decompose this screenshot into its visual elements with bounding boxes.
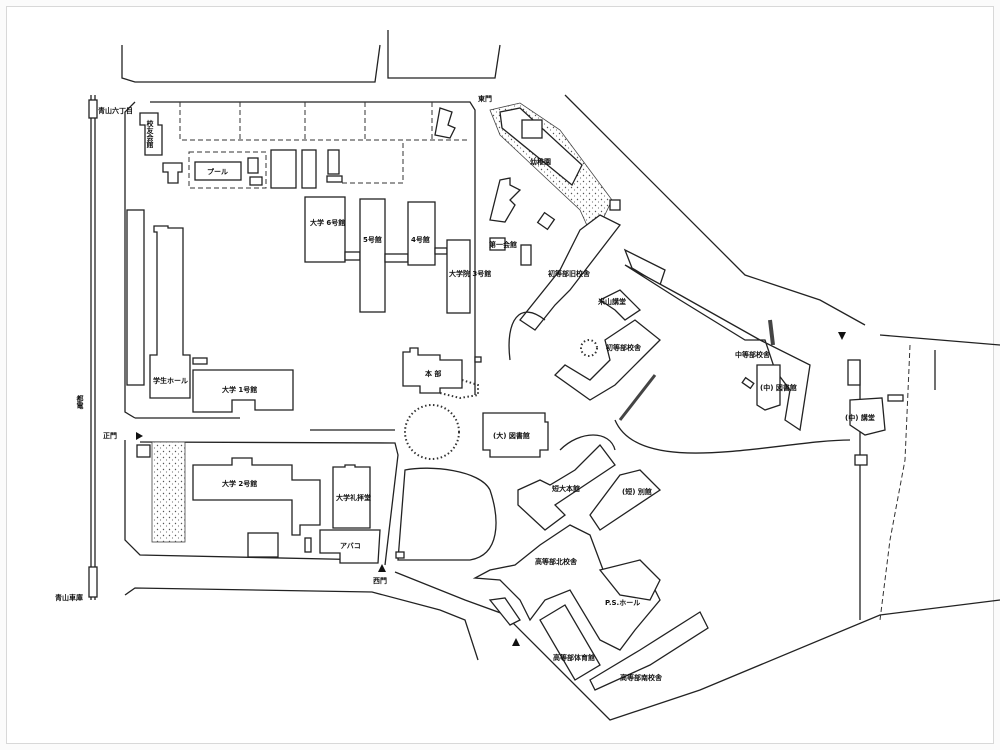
label-east-gate: 東門 bbox=[478, 94, 492, 103]
label-junior: 中等部校舎 bbox=[735, 350, 771, 359]
label-abako: アバコ bbox=[340, 542, 361, 550]
label-toden: 都電 bbox=[76, 394, 85, 410]
label-junior-college: 短大本館 bbox=[552, 484, 580, 493]
label-yoneyama: 米山講堂 bbox=[597, 297, 626, 306]
label-univ-lib: (大) 図書館 bbox=[493, 431, 530, 440]
label-hs-south: 高等部南校舎 bbox=[620, 673, 663, 682]
label-junior-hall: (中) 講堂 bbox=[845, 413, 875, 422]
label-univ6: 大学 6号館 bbox=[310, 218, 345, 227]
label-koyukai: 校友会館 bbox=[146, 119, 155, 149]
label-student-hall: 学生ホール bbox=[153, 376, 188, 385]
label-bldg4: 4号館 bbox=[411, 235, 430, 244]
buildings-east bbox=[489, 102, 904, 466]
roads bbox=[121, 30, 1000, 721]
main-gate-marker-icon bbox=[136, 432, 143, 440]
west-gate-marker-icon bbox=[378, 564, 386, 572]
label-daiichi: 第一会館 bbox=[489, 240, 517, 249]
label-chapel: 大学礼拝堂 bbox=[336, 493, 371, 502]
label-honbu: 本 部 bbox=[424, 369, 441, 378]
roundabout-garden bbox=[404, 404, 460, 460]
label-hs-north: 高等部北校舎 bbox=[535, 557, 578, 566]
label-aoyama-shako: 青山車庫 bbox=[55, 593, 83, 602]
label-jc-annex: (短) 別館 bbox=[622, 487, 652, 496]
label-ps-hall: P.S.ホール bbox=[605, 599, 640, 607]
south-gate-marker-icon bbox=[512, 638, 520, 646]
map-labels: 青山六丁目 青山車庫 都電 校友会館 プール 大学 6号館 5号館 4号館 大学… bbox=[55, 94, 875, 682]
buildings-south-east bbox=[472, 434, 709, 691]
label-bldg5: 5号館 bbox=[363, 235, 382, 244]
label-main-gate: 正門 bbox=[103, 431, 117, 440]
label-univ1: 大学 1号館 bbox=[222, 385, 257, 394]
label-junior-lib: (中) 図書館 bbox=[760, 383, 797, 392]
gate-marker-icon bbox=[838, 332, 846, 340]
label-elem-old: 初等部旧校舎 bbox=[548, 269, 591, 278]
label-univ2: 大学 2号館 bbox=[222, 479, 257, 488]
buildings-south-west bbox=[136, 432, 520, 646]
label-kindergarten: 幼稚園 bbox=[530, 157, 551, 166]
label-west-gate: 西門 bbox=[373, 576, 387, 585]
label-pool: プール bbox=[207, 167, 228, 176]
top-fields bbox=[179, 102, 470, 141]
buildings bbox=[126, 112, 549, 460]
label-grad3: 大学院 3号館 bbox=[449, 269, 491, 278]
label-elem: 初等部校舎 bbox=[606, 343, 642, 352]
label-hs-gym: 高等部体育館 bbox=[553, 653, 595, 662]
label-aoyama-6chome: 青山六丁目 bbox=[98, 106, 133, 115]
tram-line bbox=[88, 95, 98, 600]
